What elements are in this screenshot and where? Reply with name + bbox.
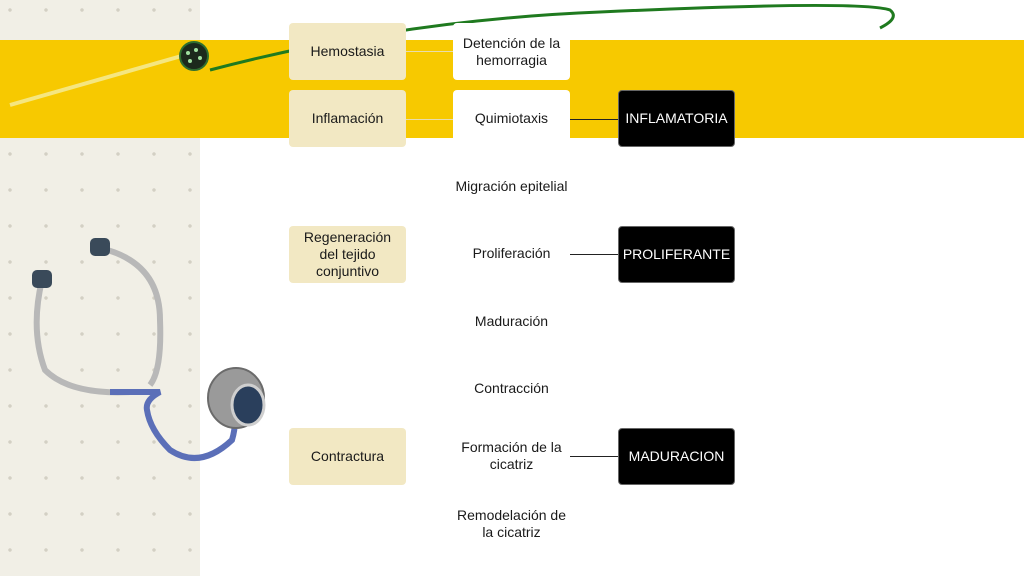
phase-box-regeneracion: Regeneración del tejido conjuntivo <box>289 226 406 283</box>
connector-maduracion <box>570 456 618 457</box>
event-migracion: Migración epitelial <box>455 178 568 194</box>
phase-box-inflamacion: Inflamación <box>289 90 406 147</box>
connector-inflamacion <box>406 119 453 120</box>
connector-inflamatoria <box>570 119 618 120</box>
event-formacion: Formación de la cicatriz <box>461 439 562 472</box>
event-remodelacion: Remodelación de la cicatriz <box>457 507 566 540</box>
event-box-detencion: Detención de la hemorragia <box>453 23 570 80</box>
phase-box-hemostasia: Hemostasia <box>289 23 406 80</box>
stage-box-inflamatoria: INFLAMATORIA <box>618 90 735 147</box>
event-box-quimiotaxis: Quimiotaxis <box>453 90 570 147</box>
stage-box-proliferante: PROLIFERANTE <box>618 226 735 283</box>
event-contraccion: Contracción <box>474 380 549 396</box>
stage-box-maduracion: MADURACION <box>618 428 735 485</box>
event-maduracion: Maduración <box>474 313 549 329</box>
connector-proliferante <box>570 254 618 255</box>
connector-hemostasia <box>406 51 453 52</box>
event-proliferacion: Proliferación <box>472 245 551 261</box>
phase-box-contractura: Contractura <box>289 428 406 485</box>
